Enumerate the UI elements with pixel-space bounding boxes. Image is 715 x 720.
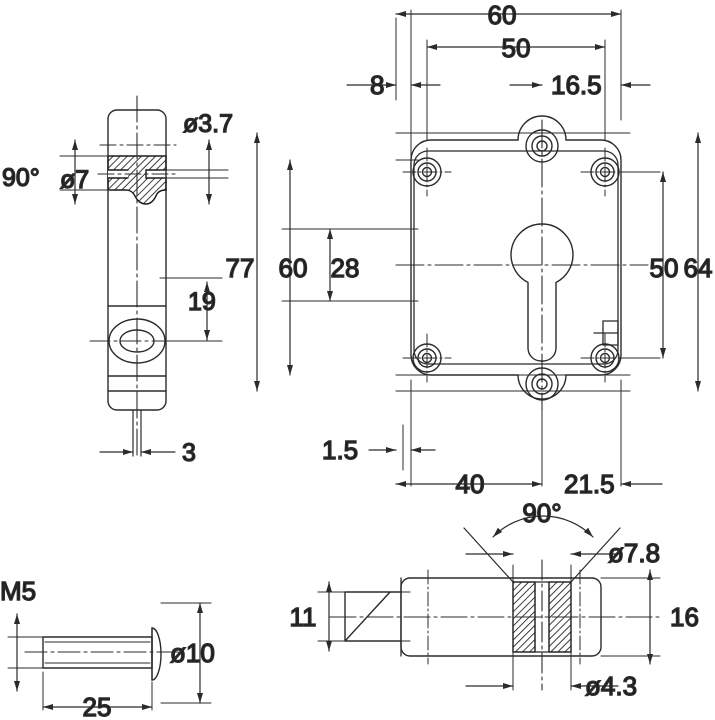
dim-label-16: 16 [670,602,699,632]
dim-front-40: 40 [395,468,543,500]
dim-label-19: 19 [188,288,216,316]
dim-bolt-90deg: 90° [463,497,621,583]
dim-side-dia37: ø3.7 [159,109,234,205]
hole-axis-tl [402,147,452,197]
screw-head [151,627,162,681]
dim-label-25: 25 [83,692,112,720]
front-view-extension-lines [281,9,661,487]
dim-label-60-width: 60 [488,0,517,30]
dim-label-28: 28 [331,253,360,283]
dim-front-60-height: 60 [278,159,308,376]
dim-label-dia7: ø7 [60,166,89,194]
dim-bolt-dia78: ø7.8 [465,537,661,569]
dim-screw-m5: M5 [0,575,37,692]
dim-label-dia7-8: ø7.8 [608,538,660,568]
dim-front-28: 28 [327,228,360,302]
plate-outline [410,115,622,400]
dim-front-50-height: 50 [649,171,679,359]
dim-screw-dia10: ø10 [169,602,216,704]
dim-label-8: 8 [370,70,384,100]
bolt-bore-edges [534,581,550,653]
screw-view-group [24,627,179,681]
dim-label-60-height: 60 [279,253,308,283]
hole-axis-bl [402,333,452,383]
side-view-thickness-edges [132,409,142,457]
dim-label-dia37: ø3.7 [183,110,233,138]
dim-side-19: 19 [159,277,223,342]
dim-bolt-dia43: ø4.3 [465,670,638,702]
dim-label-m5: M5 [0,576,36,606]
dim-front-60: 60 [395,0,622,31]
dim-bolt-11: 11 [289,581,332,652]
dim-label-64: 64 [684,253,713,283]
dim-front-77: 77 [225,132,260,392]
dim-label-50-width: 50 [502,33,531,63]
dim-front-64: 64 [683,132,713,392]
escutcheon-side-outline [107,109,167,411]
dim-front-15: 1.5 [321,434,436,466]
screw-thread-lines [44,641,151,664]
dim-label-16-5: 16.5 [551,70,602,100]
dim-label-90deg-bolt: 90° [522,498,561,528]
dim-label-21-5: 21.5 [564,469,615,499]
dim-label-90deg: 90° [2,164,40,192]
side-view-group [89,95,187,457]
dim-front-165: 16.5 [509,69,651,101]
dim-front-8: 8 [346,69,441,101]
dim-front-50: 50 [426,32,606,64]
dim-label-3: 3 [182,439,196,467]
dim-label-77: 77 [226,253,255,283]
dim-label-1-5: 1.5 [322,435,358,465]
dim-screw-25: 25 [42,691,153,720]
plate-inner-body [413,150,619,365]
bolt-view-group [329,559,661,691]
dim-label-dia4-3: ø4.3 [585,671,637,701]
hole-axis-br [580,333,630,383]
dim-label-dia10: ø10 [170,638,215,668]
notch-detail-bottom-right [593,320,619,346]
dim-side-3: 3 [99,438,197,468]
dim-bolt-16: 16 [647,569,700,665]
dim-label-11: 11 [290,602,317,632]
dim-side-dia7: ø7 [59,139,111,205]
bolt-body-outline [400,577,602,657]
hole-axis-tr [580,147,630,197]
dim-label-50-height: 50 [650,253,679,283]
front-view-group [395,115,649,411]
dim-label-40: 40 [456,469,485,499]
dim-front-215: 21.5 [563,468,663,500]
dim-side-90deg: 90° [1,163,40,192]
